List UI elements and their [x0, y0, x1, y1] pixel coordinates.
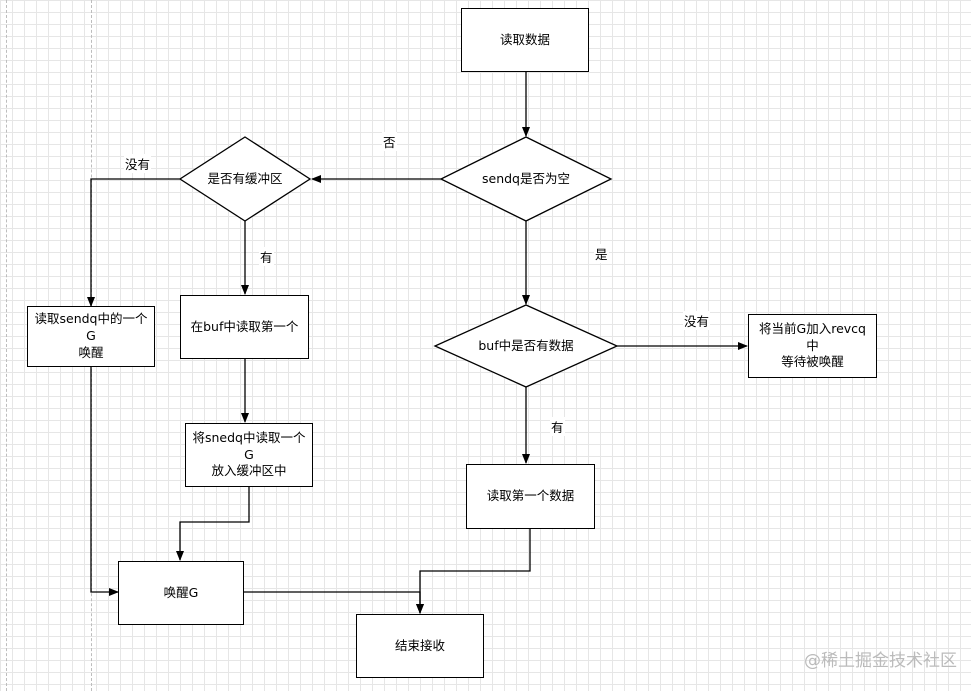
- edge-label-no-buffer: 没有: [124, 154, 152, 173]
- edge-move-to-wake: [176, 487, 250, 561]
- node-read-data: 读取数据: [461, 8, 589, 72]
- edge-label-yes-sendq: 是: [594, 244, 609, 263]
- edge-label-has-data: 有: [550, 417, 565, 436]
- edge-wake-to-end: [244, 591, 424, 614]
- node-sendq-empty: sendq是否为空: [482, 170, 570, 186]
- node-enqueue-revcq: 将当前G加入revcq中 等待被唤醒: [748, 314, 877, 378]
- watermark-text: @稀土掘金技术社区: [804, 651, 957, 671]
- edge-buffer-none: [87, 178, 180, 307]
- node-read-first-data: 读取第一个数据: [466, 464, 595, 529]
- edge-readfirst-to-end: [416, 529, 531, 614]
- edge-label-no-sendq: 否: [382, 132, 397, 151]
- node-read-sendq-g-text: 读取sendq中的一个G 唤醒: [34, 311, 148, 360]
- node-buf-has-data: buf中是否有数据: [478, 337, 574, 353]
- node-move-snedq-g: 将snedq中读取一个G 放入缓冲区中: [185, 423, 313, 487]
- edge-readsendq-to-wake: [90, 367, 119, 596]
- node-end-receive: 结束接收: [356, 614, 484, 678]
- node-read-sendq-g: 读取sendq中的一个G 唤醒: [27, 306, 155, 367]
- edge-label-no-data: 没有: [683, 311, 711, 330]
- edge-label-has-buffer: 有: [259, 247, 274, 266]
- guide-line-left: [6, 0, 7, 691]
- node-enqueue-revcq-text: 将当前G加入revcq中 等待被唤醒: [759, 320, 866, 370]
- node-wake-g: 唤醒G: [118, 561, 244, 625]
- node-has-buffer: 是否有缓冲区: [207, 170, 283, 186]
- node-move-snedq-g-text: 将snedq中读取一个G 放入缓冲区中: [192, 429, 306, 479]
- node-read-buf-first: 在buf中读取第一个: [180, 295, 309, 359]
